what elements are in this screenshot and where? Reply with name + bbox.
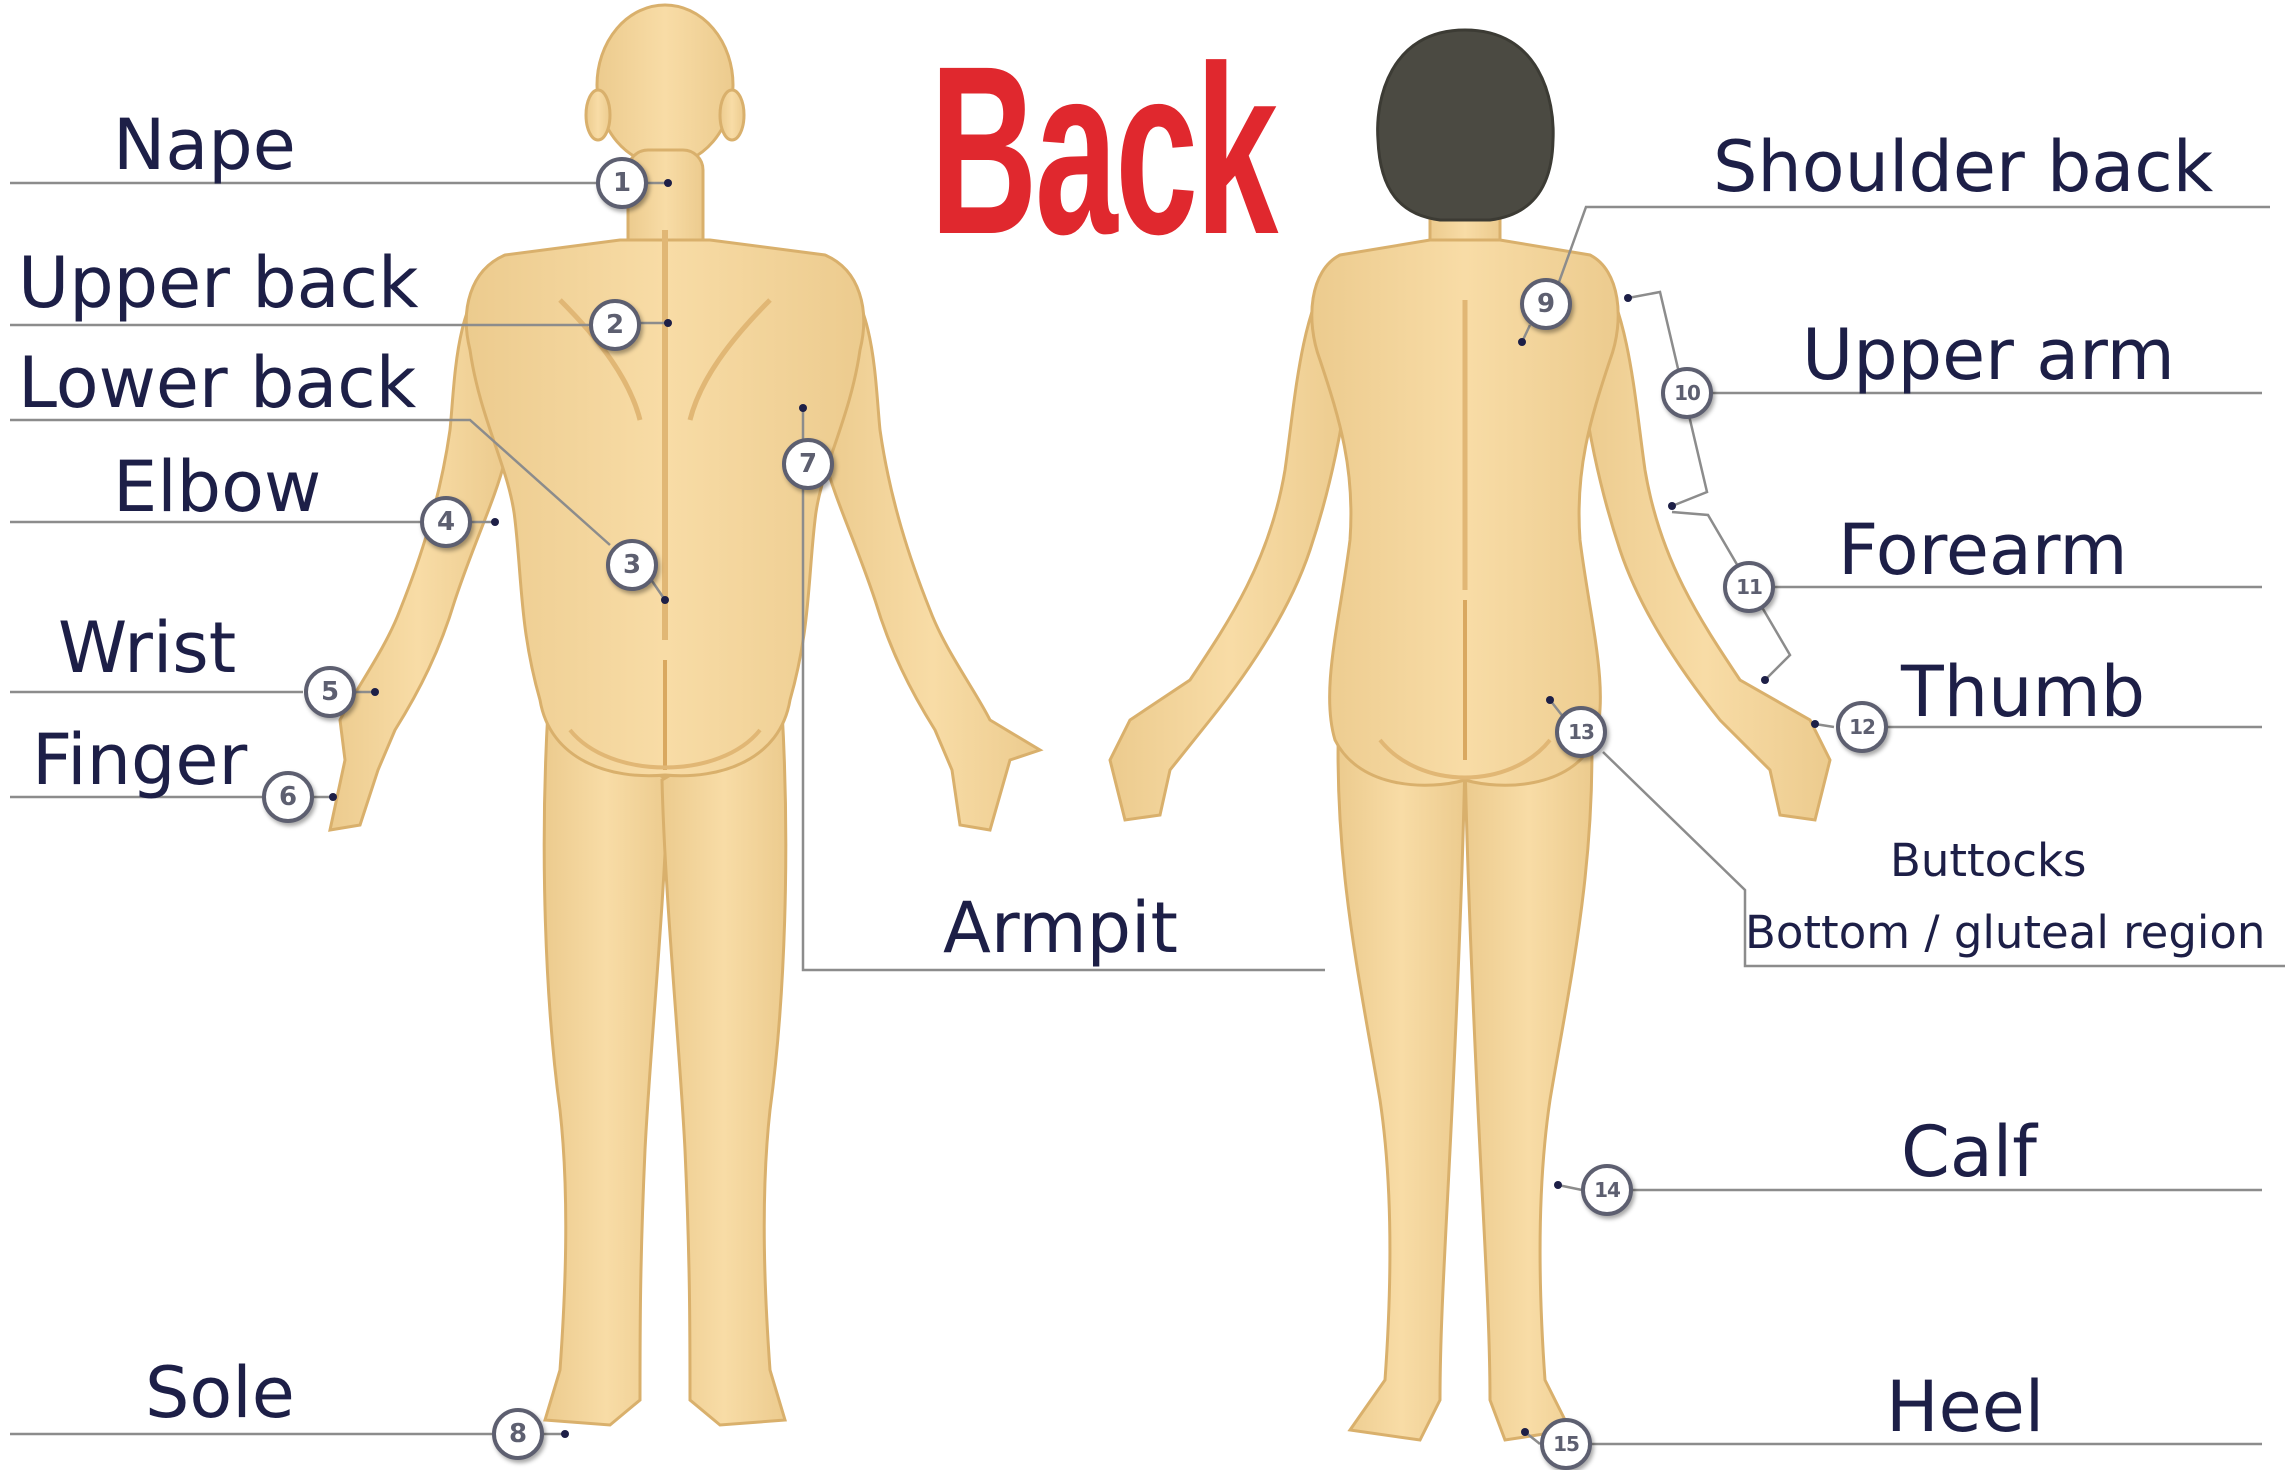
- label-upper-arm: Upper arm: [1802, 320, 2175, 390]
- label-finger: Finger: [32, 725, 247, 795]
- label-armpit: Armpit: [943, 893, 1178, 963]
- page-title: Back: [930, 30, 1135, 270]
- label-calf: Calf: [1901, 1117, 2037, 1187]
- female-hair: [1378, 30, 1554, 220]
- label-nape: Nape: [113, 110, 296, 180]
- label-heel: Heel: [1886, 1372, 2044, 1442]
- label-elbow: Elbow: [113, 452, 321, 522]
- label-bottom-gluteal-region: Bottom / gluteal region: [1745, 910, 2265, 955]
- label-forearm: Forearm: [1838, 515, 2128, 585]
- female-back-figure: [1110, 170, 1830, 1440]
- label-shoulder-back: Shoulder back: [1713, 132, 2213, 202]
- label-thumb: Thumb: [1901, 657, 2145, 727]
- label-lower-back: Lower back: [18, 348, 416, 418]
- label-sole: Sole: [145, 1358, 295, 1428]
- label-upper-back: Upper back: [18, 248, 419, 318]
- label-buttocks: Buttocks: [1890, 838, 2086, 883]
- label-wrist: Wrist: [58, 613, 236, 683]
